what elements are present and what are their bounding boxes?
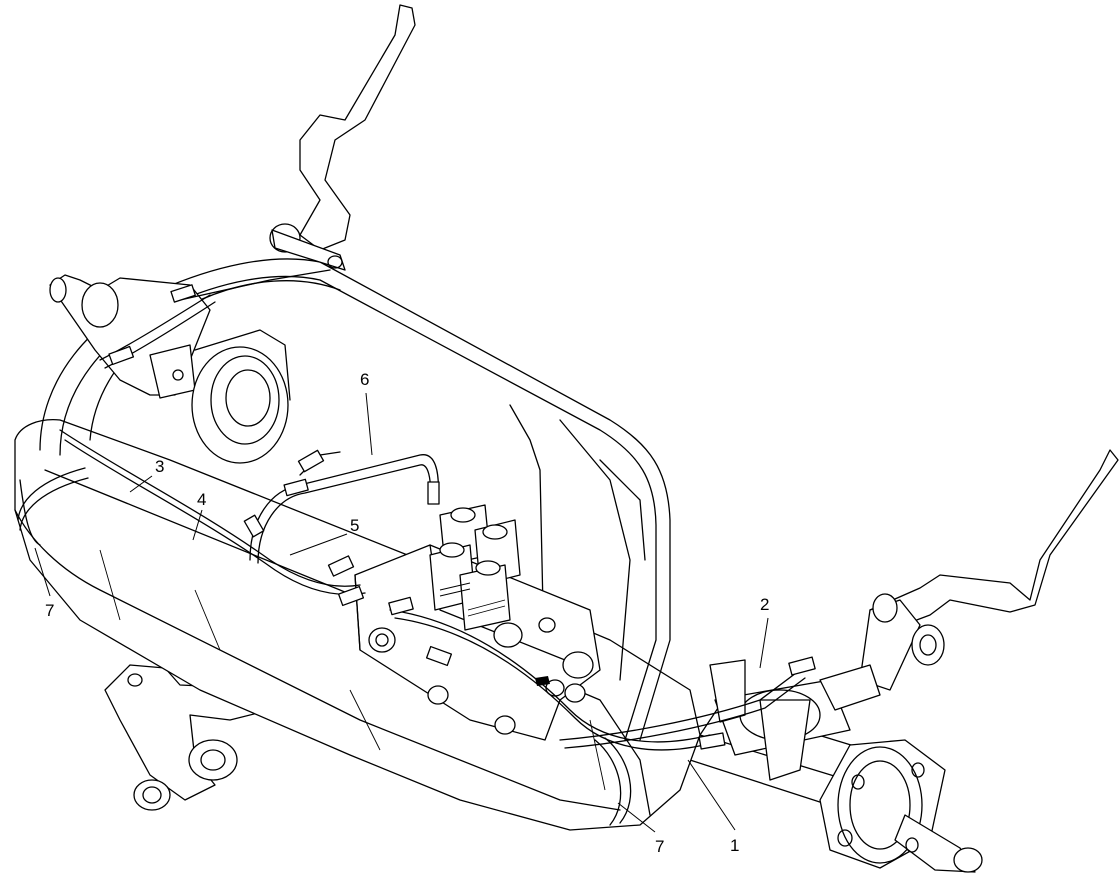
- callout-5: 5: [350, 516, 359, 535]
- callout-7a: 7: [45, 601, 54, 620]
- callout-labels: 1 2 3 4 5 6 7 7: [45, 370, 769, 856]
- left-hub: [49, 274, 211, 399]
- leader-3: [129, 475, 153, 493]
- wheel-motor: [191, 329, 291, 464]
- hose-fittings: [108, 284, 816, 750]
- left-upper-lever: [269, 4, 416, 271]
- callout-2: 2: [760, 595, 769, 614]
- leader-7b: [617, 802, 656, 833]
- leader-2: [759, 617, 769, 669]
- callout-4: 4: [197, 490, 206, 509]
- leader-4: [192, 509, 203, 541]
- leader-6: [365, 392, 373, 456]
- callout-3: 3: [155, 457, 164, 476]
- callout-1: 1: [730, 836, 739, 855]
- right-cylinder: [709, 659, 881, 781]
- callout-6: 6: [360, 370, 369, 389]
- solenoid-valves: [429, 504, 521, 631]
- right-hub: [819, 739, 983, 873]
- callout-leaders: [34, 392, 769, 833]
- valve-manifold: [354, 544, 601, 741]
- hose-clamps: [17, 467, 632, 826]
- right-steering-arm: [859, 449, 1119, 691]
- frame-bumper-tube: [14, 419, 701, 831]
- leader-7a: [34, 547, 51, 597]
- callout-7b: 7: [655, 837, 664, 856]
- leader-5: [289, 533, 348, 556]
- leader-1: [687, 759, 736, 831]
